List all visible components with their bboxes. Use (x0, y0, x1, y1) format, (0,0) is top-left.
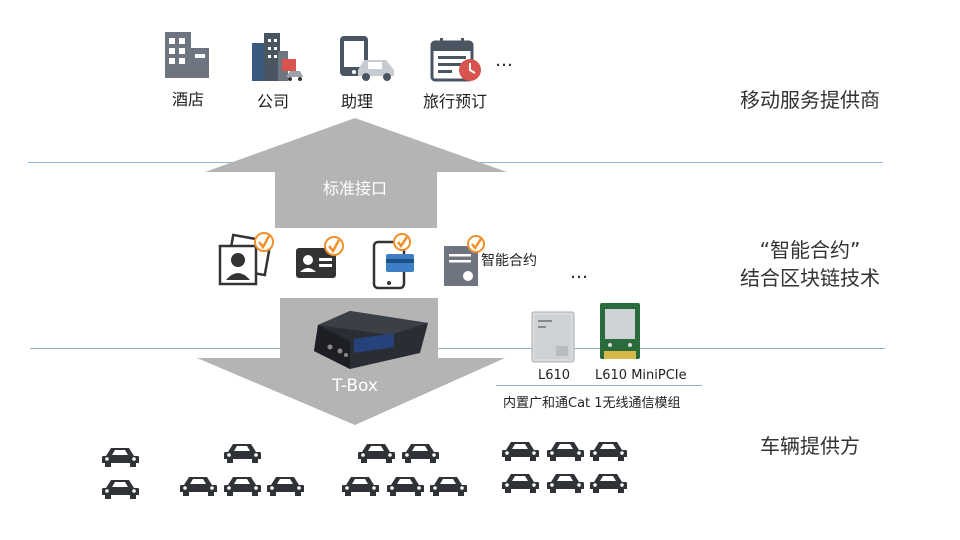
photo-id-verified-icon (218, 232, 274, 286)
hotel-icon (165, 32, 209, 78)
car-icon (180, 477, 217, 496)
module-underline (496, 385, 702, 386)
bottom-separator-line (30, 348, 885, 349)
id-card-verified-icon (296, 236, 344, 278)
car-icon (502, 442, 539, 461)
providers-ellipsis: … (495, 50, 514, 71)
smart-contract-doc-label: 智能合约 (481, 253, 537, 269)
tbox-label: T-Box (332, 376, 378, 396)
car-icon (102, 448, 139, 467)
car-icon (502, 474, 539, 493)
tbox-device-image (314, 311, 428, 369)
assistant-icon (340, 36, 394, 81)
car-icon (224, 444, 261, 463)
mobile-payment-verified-icon (372, 233, 414, 290)
car-icon (590, 442, 627, 461)
smart-contract-layer-label-line2: 结合区块链技术 (740, 266, 880, 290)
car-icon (430, 477, 467, 496)
smart-contract-layer-label-line1: “智能合约” (759, 238, 861, 262)
module-label-l610: L610 (538, 368, 571, 383)
minipcie-module-icon (600, 303, 640, 359)
car-icon (102, 480, 139, 499)
car-icon (267, 477, 304, 496)
mobile-service-provider-label: 移动服务提供商 (740, 88, 880, 112)
car-icon (358, 444, 395, 463)
certificate-verified-icon (444, 235, 485, 286)
vehicle-provider-label: 车辆提供方 (760, 434, 860, 458)
module-caption: 内置广和通Cat 1无线通信模组 (503, 396, 681, 411)
car-icon (547, 442, 584, 461)
provider-label-assistant: 助理 (340, 92, 373, 111)
provider-label-hotel: 酒店 (171, 90, 204, 109)
car-icon (387, 477, 424, 496)
travel-booking-icon (430, 38, 481, 82)
lga-module-icon (531, 311, 575, 363)
car-icon (402, 444, 439, 463)
provider-label-travel-booking: 旅行预订 (422, 92, 487, 111)
car-icon (547, 474, 584, 493)
car-icon (342, 477, 379, 496)
standard-interface-label: 标准接口 (322, 179, 387, 198)
contract-ellipsis: … (570, 262, 589, 283)
provider-label-company: 公司 (256, 92, 289, 111)
company-icon (252, 33, 303, 81)
module-label-l610-minipcie: L610 MiniPCIe (595, 368, 687, 383)
car-icon (590, 474, 627, 493)
car-icon (224, 477, 261, 496)
